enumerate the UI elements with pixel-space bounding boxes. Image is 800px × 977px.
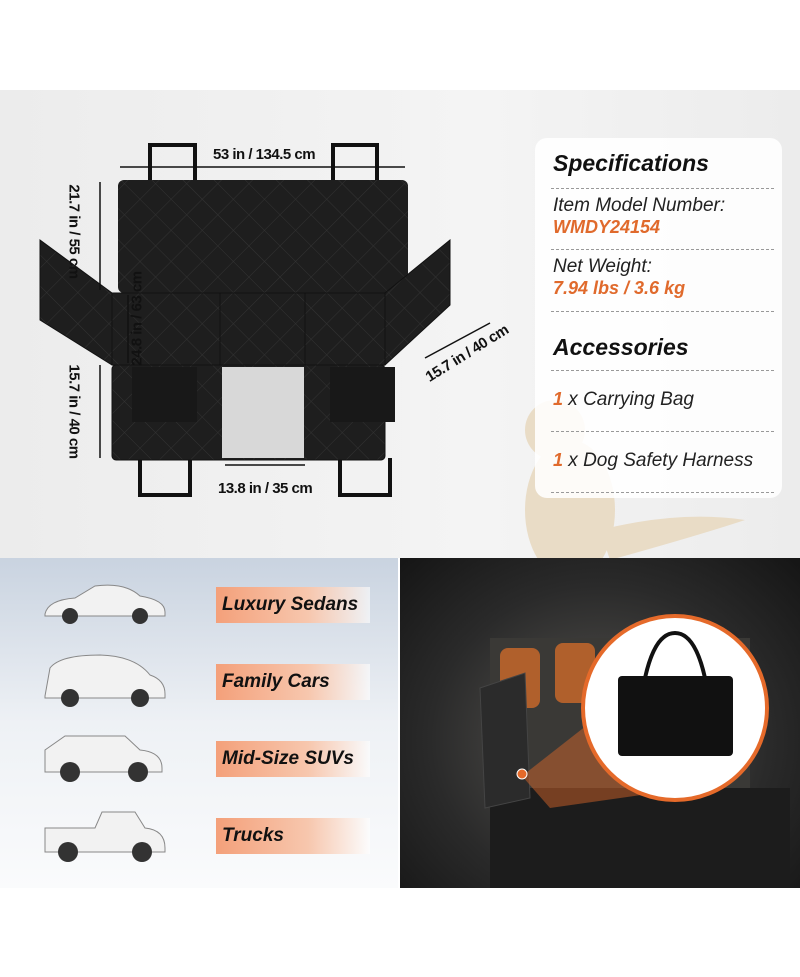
accessories-title: Accessories [553,334,689,360]
dimension-seat-depth: 24.8 in / 63 cm [128,271,146,366]
vehicle-tag-mid-size-suvs: Mid-Size SUVs [216,741,370,777]
vehicle-tag-trucks: Trucks [216,818,370,854]
accessory-item: 1 x Dog Safety Harness [553,450,754,471]
sedan-image [44,584,166,624]
trunk-storage-photo [400,558,800,888]
truck-image [44,811,166,862]
vehicle-tag-family-cars: Family Cars [216,664,370,700]
suv-image [44,735,163,782]
vehicle-tag-luxury-sedans: Luxury Sedans [216,587,370,623]
carrying-bag-illustration [479,614,790,888]
family-car-image [44,654,166,707]
model-label: Item Model Number: [553,195,726,216]
weight-value: 7.94 lbs / 3.6 kg [553,278,686,298]
specifications-title: Specifications [553,150,709,176]
model-value: WMDY24154 [553,217,661,237]
weight-label: Net Weight: [553,256,652,277]
dimension-width: 53 in / 134.5 cm [213,146,316,163]
dimension-backrest-height: 21.7 in / 55 cm [65,184,83,279]
dimension-window-width: 13.8 in / 35 cm [218,480,313,497]
dimension-lower-height: 15.7 in / 40 cm [65,364,83,459]
specifications-card: Specifications Item Model Number: WMDY24… [535,138,782,498]
compatible-vehicles-panel: Luxury Sedans Family Cars Mid-Size SUVs … [0,558,398,888]
accessory-item: 1 x Carrying Bag [553,389,694,410]
